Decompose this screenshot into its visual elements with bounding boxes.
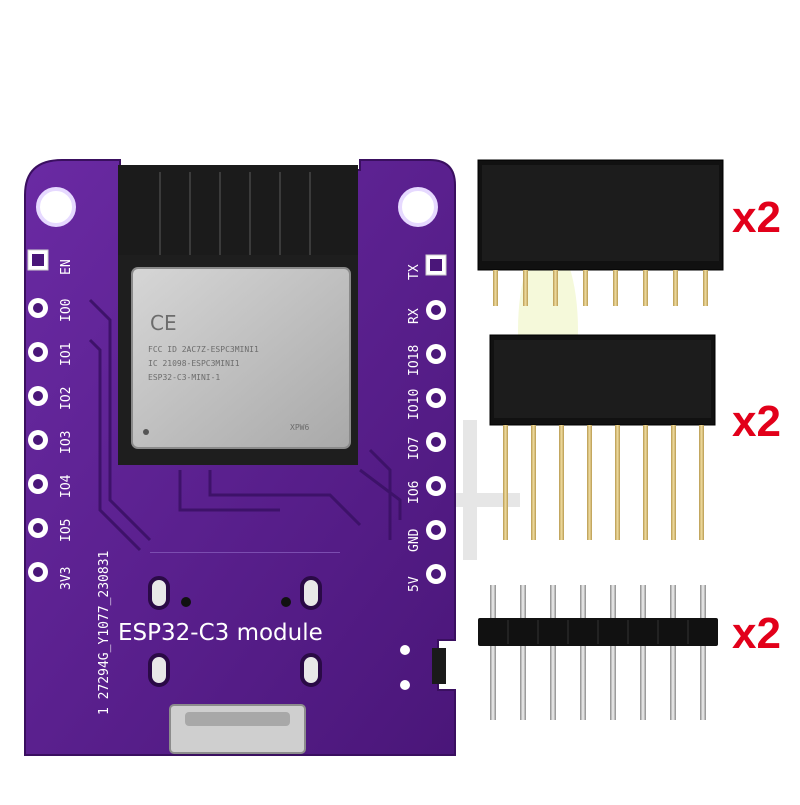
quantity-label-short-header: x2 xyxy=(732,193,781,242)
mounting-hole xyxy=(36,187,76,227)
module-line-3: ESP32-C3-MINI-1 xyxy=(148,373,220,382)
ce-mark: CE xyxy=(150,311,177,335)
module-line-1: FCC ID 2AC7Z-ESPC3MINI1 xyxy=(148,345,259,354)
pin-label-io1: IO1 xyxy=(59,343,74,366)
long-female-header xyxy=(489,334,716,540)
pin-label-en: EN xyxy=(59,259,74,275)
right-pin-column xyxy=(425,254,447,584)
antenna-area xyxy=(118,165,358,265)
board-title: ESP32-C3 module xyxy=(118,620,323,646)
pin-label-io0: IO0 xyxy=(59,299,74,322)
left-pin-labels: EN IO0 IO1 IO2 IO3 IO4 IO5 3V3 xyxy=(59,259,74,590)
pin-label-io4: IO4 xyxy=(59,474,74,498)
pin-label-io3: IO3 xyxy=(59,431,74,454)
pin-label-io18: IO18 xyxy=(407,345,422,376)
module-label: XPW6 xyxy=(290,423,309,432)
usb-pad xyxy=(300,576,322,610)
male-header xyxy=(478,585,718,720)
short-female-header xyxy=(477,159,724,306)
module-line-2: IC 21098-ESPC3MINI1 xyxy=(148,359,240,368)
pcb-board: CE FCC ID 2AC7Z-ESPC3MINI1 IC 21098-ESPC… xyxy=(24,159,456,756)
pin-label-3v3: 3V3 xyxy=(59,567,74,590)
quantity-label-long-header: x2 xyxy=(732,397,781,446)
quantity-label-male-header: x2 xyxy=(732,609,781,658)
pin-label-io6: IO6 xyxy=(407,481,422,504)
right-pin-labels: TX RX IO18 IO10 IO7 IO6 GND 5V xyxy=(407,264,422,592)
pin-label-tx: TX xyxy=(407,264,422,280)
pin-label-rx: RX xyxy=(407,308,422,324)
module-shield xyxy=(131,267,351,449)
pin-label-io5: IO5 xyxy=(59,519,74,542)
pcb-traces xyxy=(88,298,402,552)
serial-number: 1 27294G_Y1077_230831 xyxy=(97,551,112,715)
mounting-hole xyxy=(398,187,438,227)
usb-pad xyxy=(148,576,170,610)
usb-pad xyxy=(148,653,170,687)
pin-label-io10: IO10 xyxy=(407,389,422,420)
usb-pad xyxy=(300,653,322,687)
pin-label-io2: IO2 xyxy=(59,387,74,410)
pin-label-5v: 5V xyxy=(407,576,422,592)
left-pin-column xyxy=(27,249,49,582)
pin-label-io7: IO7 xyxy=(407,437,422,460)
reset-button xyxy=(432,648,446,684)
pin-label-gnd: GND xyxy=(407,528,422,552)
